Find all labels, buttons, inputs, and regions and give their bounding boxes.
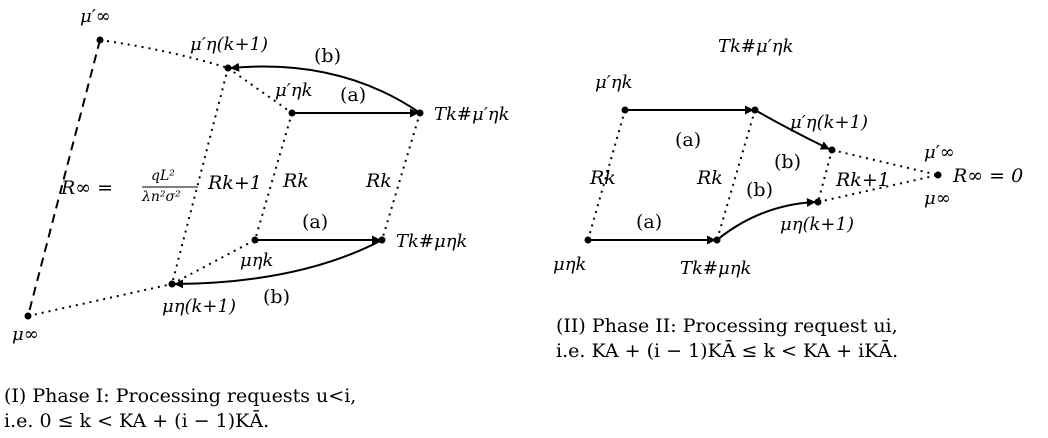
node-mu-eta-k-prime <box>288 109 296 117</box>
arrow-b-top <box>230 62 421 114</box>
node-mu-eta-k1 <box>814 198 822 206</box>
label-mu-inf-prime: μ′∞ <box>80 6 111 27</box>
label-mu-eta-k-prime: μ′ηk <box>275 80 312 101</box>
label-r-inf-den: λn²σ² <box>141 189 181 205</box>
dotted-edge-r-k1 <box>817 149 833 203</box>
node-mu-eta-k1 <box>168 280 176 288</box>
label-a-top: (a) <box>675 129 701 151</box>
label-r-inf: R∞ = 0 <box>952 165 1023 187</box>
label-mu-eta-k: μηk <box>240 250 273 271</box>
label-t-bottom: Tk#μηk <box>680 258 751 279</box>
node-t-top <box>416 109 424 117</box>
dotted-edge-r-k-right <box>716 109 756 241</box>
caption-phase-two: (II) Phase II: Processing request ui, i.… <box>556 314 898 364</box>
panel-one: μ′∞ μ∞ μ′η(k+1) μ′ηk Tk#μ′ηk Tk#μηk μηk … <box>12 6 509 345</box>
label-t-bottom: Tk#μηk <box>396 231 467 252</box>
label-mu-eta-k1-prime: μ′η(k+1) <box>790 112 868 133</box>
arrow-b-bottom <box>174 239 383 289</box>
panel-two: μ′ηk Tk#μ′ηk μ′η(k+1) μ′∞ R∞ = 0 μ∞ μηk … <box>553 36 1023 279</box>
label-a-top: (a) <box>340 84 366 106</box>
caption-phase-one-line-2: i.e. 0 ≤ k < KA + (i − 1)KĀ. <box>4 410 270 432</box>
caption-phase-two-line-2: i.e. KA + (i − 1)KĀ ≤ k < KA + iKĀ. <box>556 340 899 362</box>
label-t-top: Tk#μ′ηk <box>718 36 793 57</box>
label-r-k1: Rk+1 <box>835 169 890 191</box>
node-mu-inf <box>24 312 32 320</box>
dashed-edge-r-inf <box>27 39 101 317</box>
label-r-k1: Rk+1 <box>207 172 262 194</box>
label-r-k-b: Rk <box>365 170 392 192</box>
node-mu-eta-k1-prime <box>224 64 232 72</box>
label-r-k-b: Rk <box>696 167 723 189</box>
dotted-edge-r-k-left <box>587 109 626 241</box>
label-r-inf-lhs: R∞ = <box>60 177 113 199</box>
node-mu-eta-k <box>251 236 259 244</box>
node-mu-eta-k <box>584 236 592 244</box>
dotted-edge-top-outer <box>99 39 229 69</box>
node-mu-eta-k-prime <box>621 106 629 114</box>
node-t-bottom <box>378 236 386 244</box>
label-t-top: Tk#μ′ηk <box>434 104 509 125</box>
node-t-top <box>751 106 759 114</box>
arrow-b-top <box>754 109 830 150</box>
label-r-k-a: Rk <box>282 170 309 192</box>
label-b-top: (b) <box>314 45 341 67</box>
label-a-bottom: (a) <box>302 211 328 233</box>
caption-phase-one: (I) Phase I: Processing requests u<i, i.… <box>4 384 356 434</box>
label-mu-eta-k1: μη(k+1) <box>780 214 854 235</box>
caption-phase-one-line-1: (I) Phase I: Processing requests u<i, <box>4 385 357 407</box>
dotted-edge-r-k-left <box>254 112 293 241</box>
label-mu-inf-prime: μ′∞ <box>924 142 955 163</box>
node-inf <box>934 171 942 179</box>
node-t-bottom <box>713 236 721 244</box>
label-mu-eta-k: μηk <box>553 254 586 275</box>
label-mu-eta-k-prime: μ′ηk <box>595 72 632 93</box>
label-r-k-a: Rk <box>589 167 616 189</box>
label-mu-eta-k1: μη(k+1) <box>162 296 236 317</box>
label-r-inf-num: qL² <box>151 168 175 184</box>
label-a-bottom: (a) <box>636 211 662 233</box>
label-mu-inf: μ∞ <box>12 324 39 345</box>
label-b-bottom: (b) <box>263 286 290 308</box>
label-b-top: (b) <box>774 151 801 173</box>
label-mu-eta-k1-prime: μ′η(k+1) <box>190 34 268 55</box>
node-mu-eta-k1-prime <box>828 146 836 154</box>
arrow-b-bottom <box>716 197 816 241</box>
node-mu-inf-prime <box>96 36 104 44</box>
dotted-edge-r-k-right <box>381 112 421 241</box>
dotted-edge-bottom-inner <box>171 239 256 285</box>
dotted-edge-bottom-outer <box>27 283 173 317</box>
label-mu-inf: μ∞ <box>924 188 951 209</box>
label-b-bottom: (b) <box>746 179 773 201</box>
caption-phase-two-line-1: (II) Phase II: Processing request ui, <box>556 315 898 337</box>
